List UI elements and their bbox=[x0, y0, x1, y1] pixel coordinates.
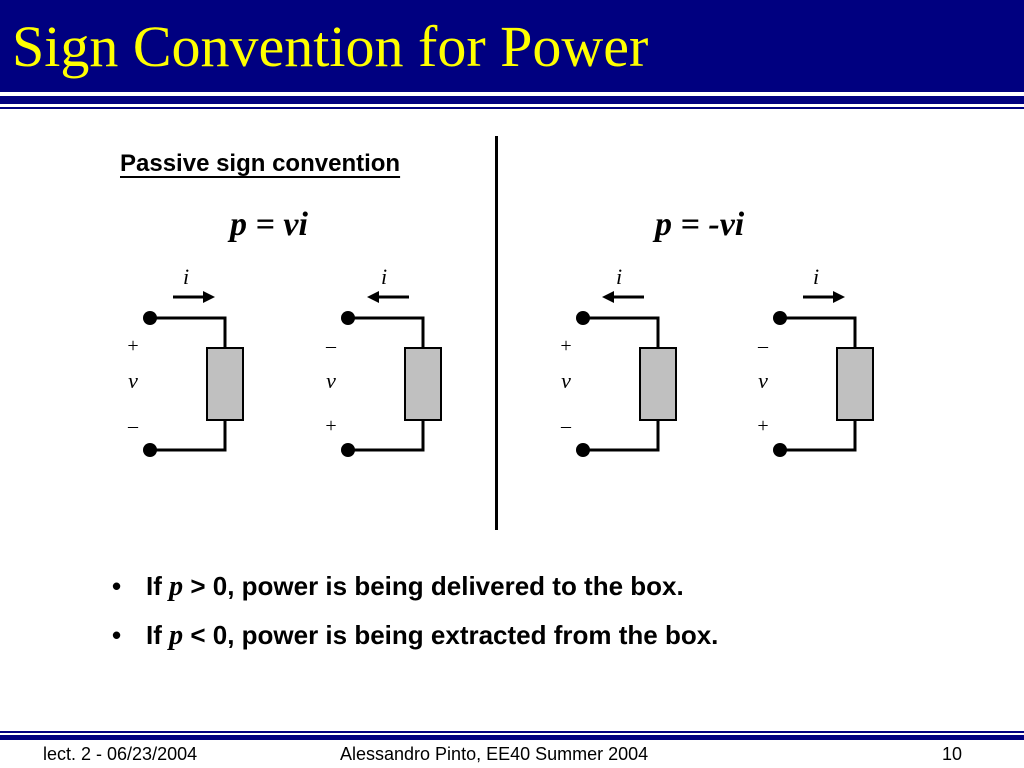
terminal-bottom bbox=[576, 443, 590, 457]
current-label: i bbox=[813, 264, 819, 289]
wire-top bbox=[150, 316, 227, 348]
footer-rule-thick bbox=[0, 735, 1024, 740]
formula-active: p = -vi bbox=[655, 206, 745, 243]
wire-top bbox=[348, 316, 425, 348]
voltage-label: v bbox=[128, 368, 138, 393]
bullet-text: < 0, power is being extracted from the b… bbox=[183, 620, 719, 650]
resistor-box bbox=[639, 347, 677, 421]
bottom-polarity-label: + bbox=[325, 415, 336, 437]
voltage-label: v bbox=[758, 368, 768, 393]
voltage-label: v bbox=[326, 368, 336, 393]
voltage-label: v bbox=[561, 368, 571, 393]
bullet-text: > 0, power is being delivered to the box… bbox=[183, 571, 684, 601]
terminal-bottom bbox=[143, 443, 157, 457]
bullet-prefix: If bbox=[146, 620, 170, 650]
footer-author-course: Alessandro Pinto, EE40 Summer 2004 bbox=[340, 744, 649, 764]
bottom-polarity-label: – bbox=[560, 415, 572, 437]
formula-passive: p = vi bbox=[230, 206, 308, 243]
wire-bottom bbox=[583, 420, 660, 452]
section-heading: Passive sign convention bbox=[120, 150, 401, 177]
bullet-item-negative-power: • If p < 0, power is being extracted from… bbox=[112, 611, 718, 660]
bottom-polarity-label: + bbox=[757, 415, 768, 437]
slide-title: Sign Convention for Power bbox=[12, 14, 649, 79]
wire-top bbox=[583, 316, 660, 348]
bottom-polarity-label: – bbox=[127, 415, 139, 437]
header-rule-thin bbox=[0, 107, 1024, 109]
bullet-variable: p bbox=[169, 620, 184, 651]
vertical-divider bbox=[495, 136, 498, 530]
footer-rule-thin bbox=[0, 731, 1024, 733]
footer-lecture-date: lect. 2 - 06/23/2004 bbox=[43, 744, 198, 764]
terminal-top bbox=[143, 311, 157, 325]
bullet-variable: p bbox=[169, 571, 184, 602]
current-label: i bbox=[381, 264, 387, 289]
current-arrow-head bbox=[203, 291, 215, 303]
bullet-marker: • bbox=[112, 620, 122, 650]
footer-page-number: 10 bbox=[942, 744, 963, 764]
title-bar: Sign Convention for Power bbox=[0, 0, 1024, 92]
top-polarity-label: – bbox=[757, 335, 769, 357]
terminal-top bbox=[576, 311, 590, 325]
wire-bottom bbox=[780, 420, 857, 452]
resistor-box bbox=[404, 347, 442, 421]
bullet-item-positive-power: • If p > 0, power is being delivered to t… bbox=[112, 562, 718, 611]
header-rule-thick bbox=[0, 96, 1024, 104]
wire-top bbox=[780, 316, 857, 348]
current-arrow-head bbox=[833, 291, 845, 303]
current-arrow-head bbox=[367, 291, 379, 303]
wire-bottom bbox=[348, 420, 425, 452]
top-polarity-label: – bbox=[325, 335, 337, 357]
wire-bottom bbox=[150, 420, 227, 452]
top-polarity-label: + bbox=[127, 335, 138, 357]
bullet-list: • If p > 0, power is being delivered to t… bbox=[112, 562, 718, 660]
terminal-bottom bbox=[341, 443, 355, 457]
current-arrow-head bbox=[602, 291, 614, 303]
terminal-top bbox=[341, 311, 355, 325]
terminal-bottom bbox=[773, 443, 787, 457]
current-label: i bbox=[616, 264, 622, 289]
top-polarity-label: + bbox=[560, 335, 571, 357]
resistor-box bbox=[836, 347, 874, 421]
terminal-top bbox=[773, 311, 787, 325]
bullet-prefix: If bbox=[146, 571, 170, 601]
bullet-marker: • bbox=[112, 571, 122, 601]
resistor-box bbox=[206, 347, 244, 421]
current-label: i bbox=[183, 264, 189, 289]
